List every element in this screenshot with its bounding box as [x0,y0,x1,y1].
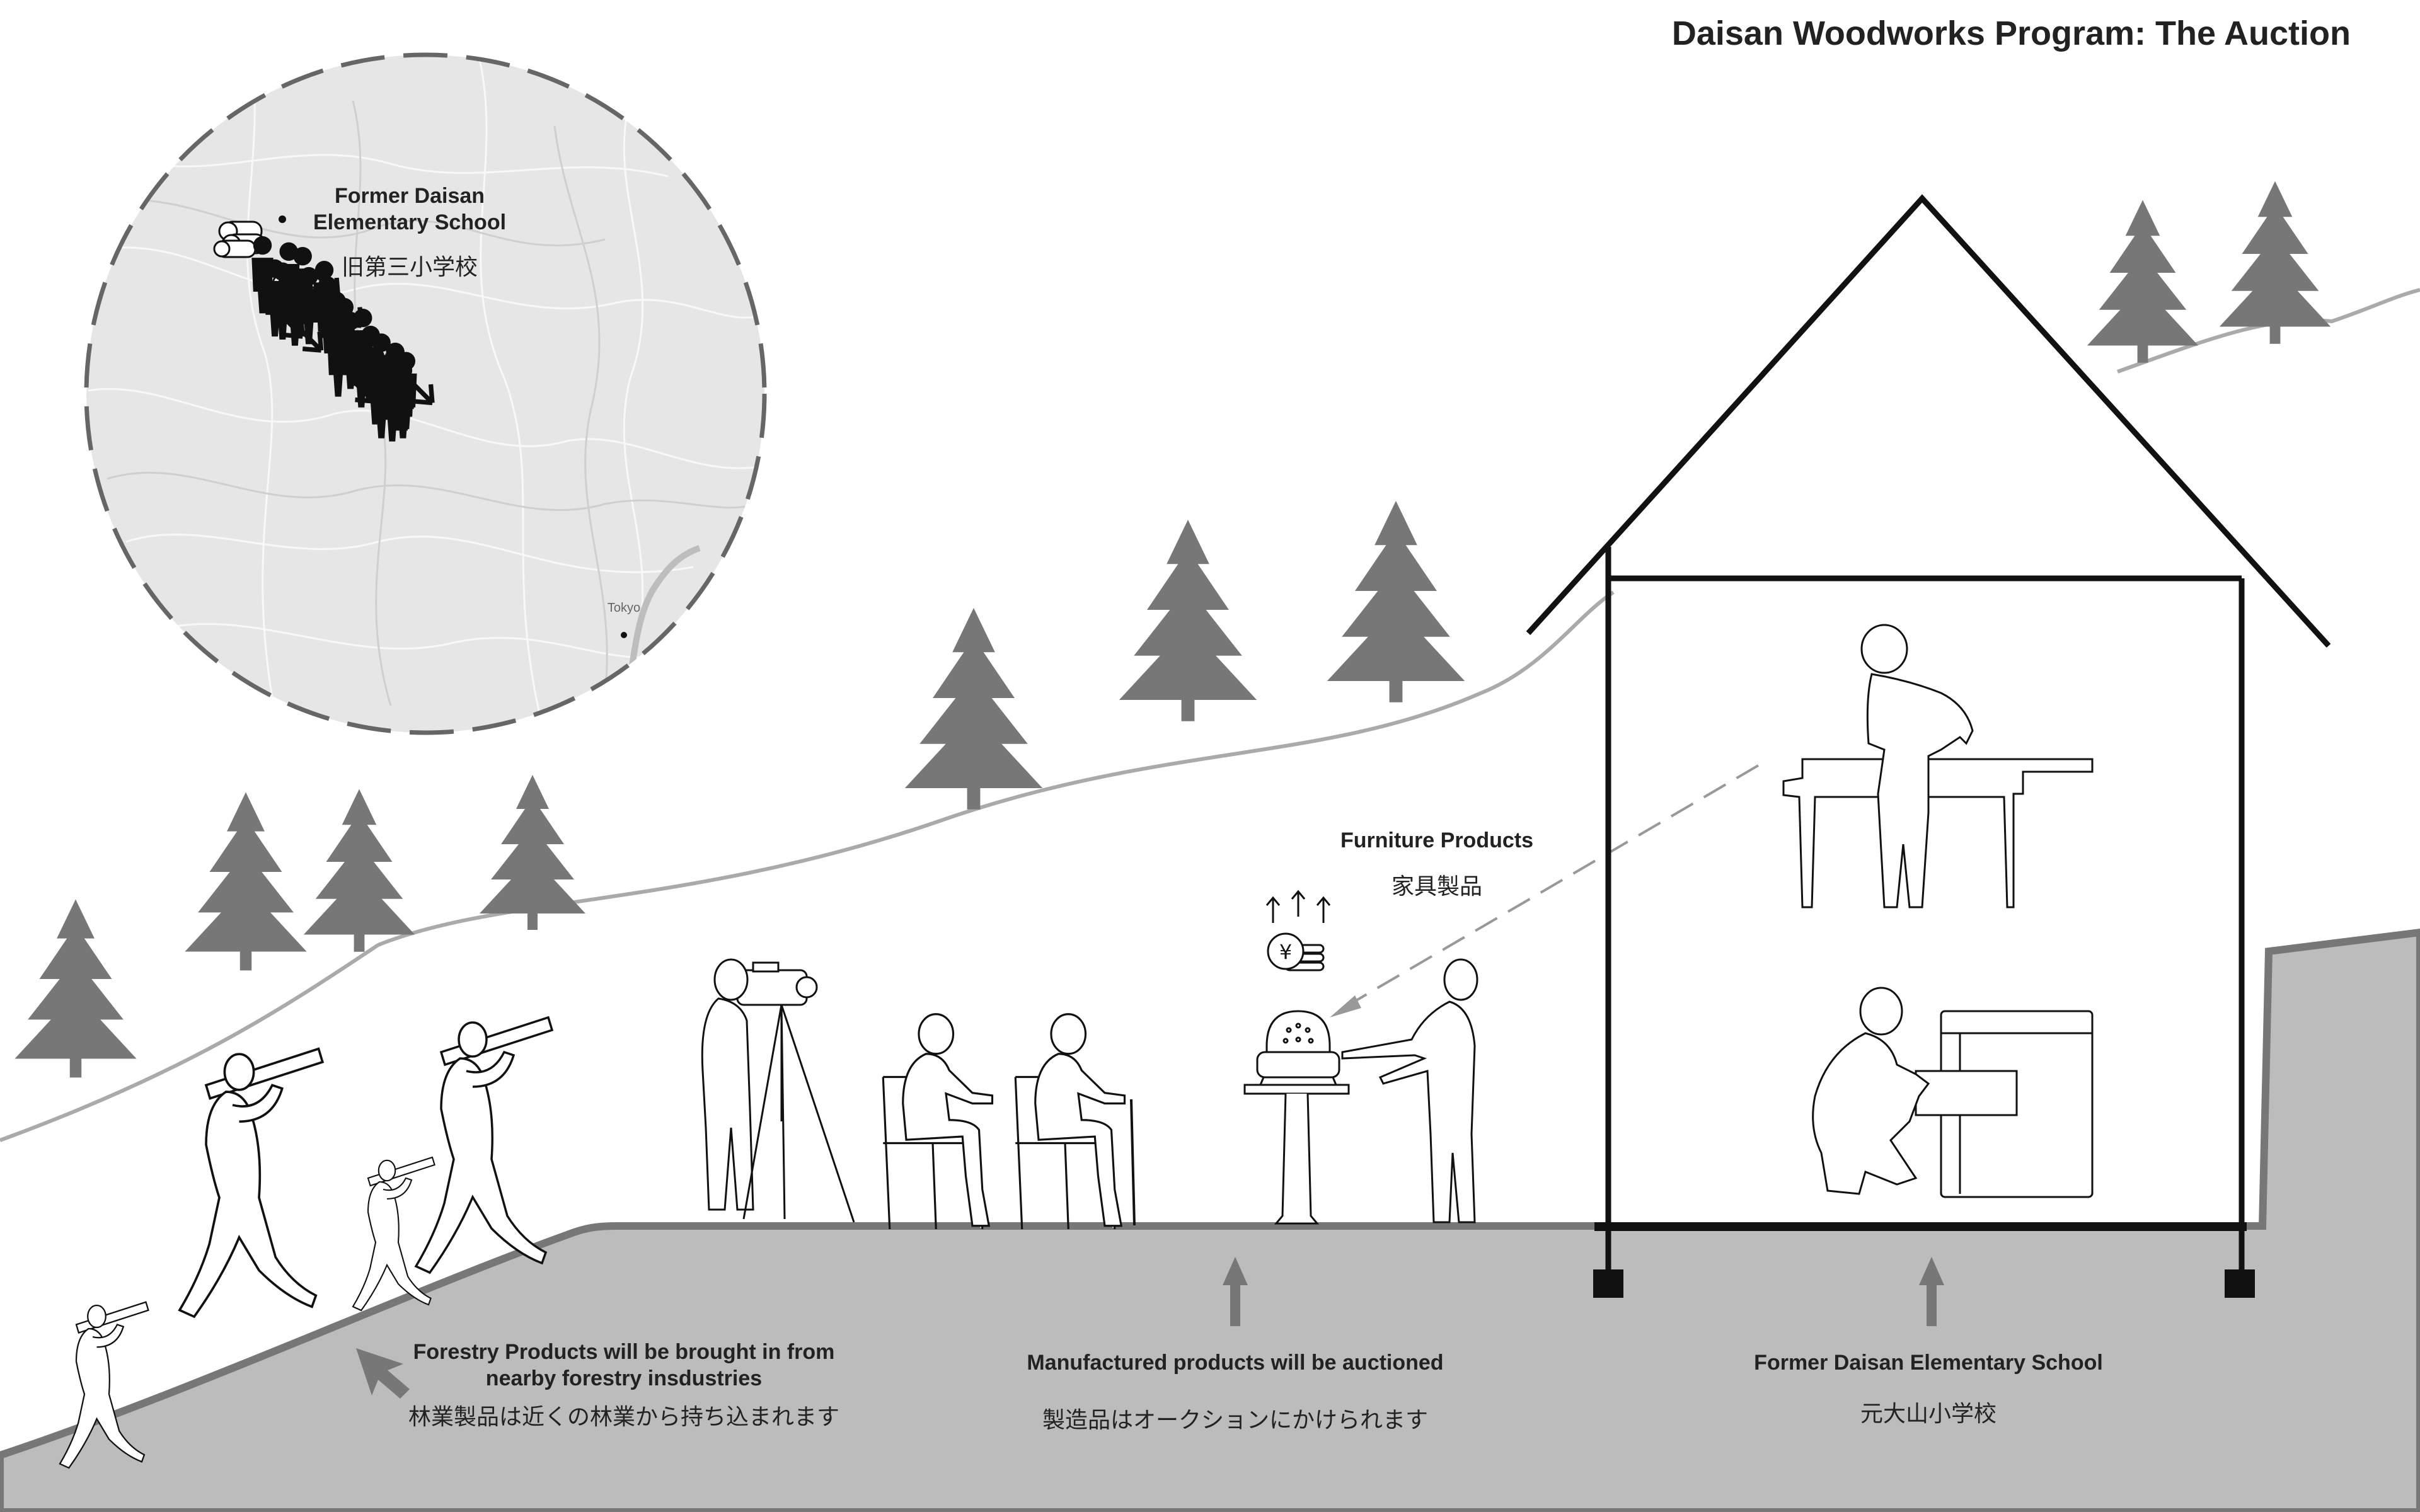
seated-audience-member [883,1014,992,1229]
woodworker-at-cabinet [1813,988,2092,1197]
tree-icon [905,608,1042,810]
auction-table [1245,1085,1349,1223]
school-caption: Former Daisan Elementary School [1676,1349,2181,1376]
school-label: Former Daisan Elementary School [277,183,542,236]
auction-caption-jp: 製造品はオークションにかけられます [920,1402,1550,1435]
tree-icon [14,900,136,1078]
walking-cane [1131,1099,1134,1225]
yen-coin-icon: ¥ [1268,934,1323,970]
tree-icon [1327,501,1465,702]
armchair-icon [1257,1011,1339,1085]
worker-carrying-lumber [180,1049,323,1317]
seated-audience-member [1015,1014,1124,1229]
school-caption-jp: 元大山小学校 [1676,1395,2181,1428]
school-label-jp: 旧第三小学校 [277,249,542,282]
tokyo-label: Tokyo [599,601,649,616]
camera-operator [702,959,854,1222]
auction-caption: Manufactured products will be auctioned [920,1349,1550,1376]
tree-icon [480,775,585,930]
tree-icon [2220,181,2331,344]
furniture-products-label-jp: 家具製品 [1311,868,1563,901]
pointer-arrowhead [1330,995,1361,1017]
tree-icon [1119,520,1257,721]
tree-icon [185,793,306,971]
worker-carrying-lumber [416,1017,552,1273]
tokyo-location-dot [621,632,627,638]
forestry-caption: Forestry Products will be brought in fro… [353,1339,895,1392]
woodworker-at-workbench [1783,625,2092,907]
auctioneer [1342,959,1477,1222]
tree-icon [2087,200,2198,363]
furniture-products-label: Furniture Products [1311,827,1563,854]
svg-text:¥: ¥ [1279,940,1292,964]
forestry-caption-jp: 林業製品は近くの林業から持ち込まれます [353,1399,895,1431]
page-title: Daisan Woodworks Program: The Auction [1672,14,2351,53]
tree-icon [304,789,415,952]
